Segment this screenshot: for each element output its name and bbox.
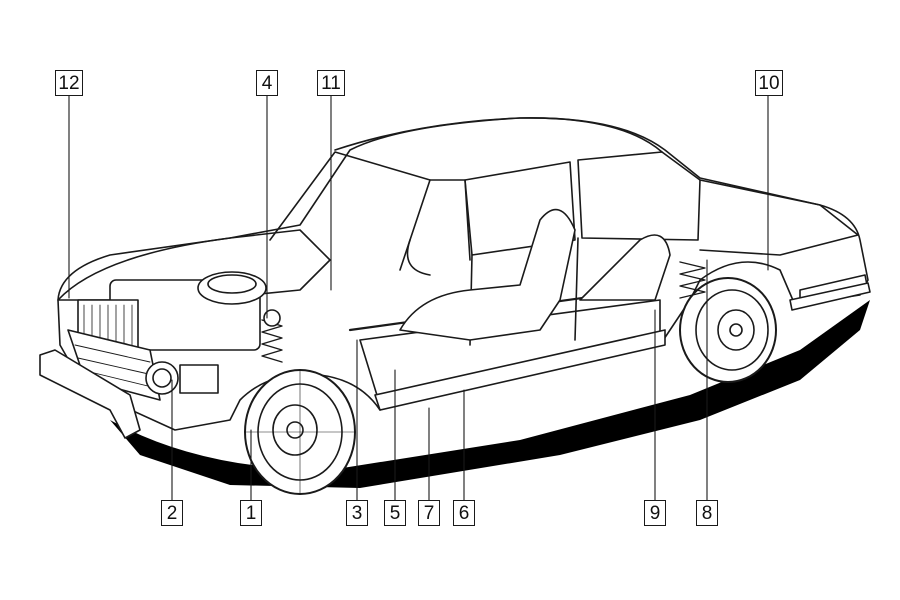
callout-4: 4 <box>256 70 278 96</box>
callout-1: 1 <box>240 500 262 526</box>
callout-8: 8 <box>696 500 718 526</box>
callout-3: 3 <box>346 500 368 526</box>
ground-shadow <box>110 300 870 488</box>
callout-6: 6 <box>453 500 475 526</box>
rear-bumper <box>789 282 871 311</box>
rear-deck <box>699 179 859 256</box>
side-window-rear <box>577 151 701 241</box>
leader-lines <box>68 95 769 501</box>
callout-10: 10 <box>755 70 783 96</box>
callout-9: 9 <box>644 500 666 526</box>
front-wheel <box>244 369 356 495</box>
roof-line <box>334 117 663 153</box>
hood <box>57 229 331 301</box>
rear-spring <box>679 261 706 299</box>
front-bumper <box>39 349 141 439</box>
steering-wheel <box>406 239 431 276</box>
callout-2: 2 <box>161 500 183 526</box>
front-spring <box>261 319 283 363</box>
side-window-front <box>464 161 576 256</box>
callout-11: 11 <box>317 70 345 96</box>
air-filter <box>197 271 267 305</box>
callout-7: 7 <box>418 500 440 526</box>
battery <box>179 364 219 394</box>
rear-seat <box>579 234 671 301</box>
headlight <box>145 361 179 395</box>
callout-12: 12 <box>55 70 83 96</box>
front-seat <box>399 208 576 341</box>
windshield <box>269 151 431 271</box>
sill <box>374 329 666 411</box>
rear-wheel <box>679 277 777 383</box>
front-grille <box>67 329 161 401</box>
callout-5: 5 <box>384 500 406 526</box>
